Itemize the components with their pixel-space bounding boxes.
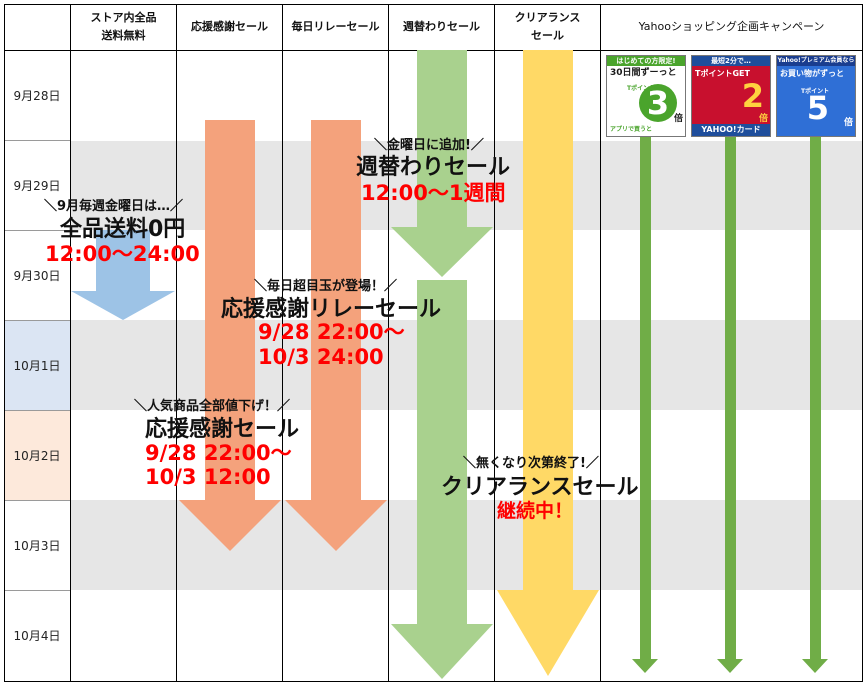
thanks-period-start: 9/28 22:00〜 <box>145 441 292 465</box>
banner-caption: はじめての方限定! <box>607 56 685 66</box>
thanks-sale-arrow <box>179 120 281 551</box>
thanks-title: 応援感謝セール <box>145 417 300 442</box>
date-cell: 9月28日 <box>13 89 61 103</box>
banner-sub: Tポイント <box>801 88 830 95</box>
clearance-title: クリアランスセール <box>441 475 639 500</box>
grid-line <box>4 410 71 411</box>
banner-multiplier: 2 <box>741 77 764 115</box>
column-header-clearance-sale: クリアランス セール <box>495 4 600 50</box>
clearance-status: 継続中！ <box>497 500 574 522</box>
banner-caption: Yahoo!プレミアム会員なら <box>777 56 855 66</box>
column-header-line: クリアランス <box>514 11 581 24</box>
date-cell: 10月4日 <box>13 629 61 643</box>
banner-footer: アプリで買うと <box>610 126 653 133</box>
grid-line <box>4 320 71 321</box>
weekly-kicker: ＼金曜日に追加!／ <box>374 138 484 153</box>
banner-headline: TポイントGET <box>695 69 750 78</box>
grid-line <box>494 4 495 682</box>
column-header-line: ストア内全品 <box>90 11 157 24</box>
grid-line <box>70 4 71 682</box>
column-header-shipping: ストア内全品 送料無料 <box>71 4 176 50</box>
column-header-relay-sale: 毎日リレーセール <box>283 4 388 50</box>
relay-period-end: 10/3 24:00 <box>258 345 384 369</box>
banner-unit: 倍 <box>758 114 768 124</box>
clearance-sale-arrow <box>497 50 599 676</box>
column-header-line: 送料無料 <box>101 29 146 42</box>
weekly-title: 週替わりセール <box>356 155 511 180</box>
relay-title: 応援感謝リレーセール <box>221 297 442 322</box>
campaign-arrow-1 <box>632 135 658 673</box>
grid-line <box>388 4 389 682</box>
campaign-banner-premium[interactable]: Yahoo!プレミアム会員なら お買い物がずっと Tポイント 5 倍 <box>776 55 856 137</box>
date-cell: 9月30日 <box>13 269 61 283</box>
date-cell: 9月29日 <box>13 179 61 193</box>
column-header-line: 毎日リレーセール <box>291 20 380 33</box>
banner-headline: お買い物がずっと <box>780 69 844 78</box>
column-header-thanks-sale: 応援感謝セール <box>177 4 282 50</box>
relay-period-start: 9/28 22:00〜 <box>258 320 405 344</box>
shipping-kicker: ＼9月毎週金曜日は…／ <box>44 199 184 214</box>
campaign-banner-app[interactable]: はじめての方限定! 30日間ずーっと Tポイント 3 倍 アプリで買うと <box>606 55 686 137</box>
weekly-time: 12:00〜1週間 <box>361 181 506 205</box>
banner-unit: 倍 <box>843 118 853 128</box>
banner-caption: 最短2分で… <box>692 56 770 66</box>
date-cell: 10月1日 <box>4 321 70 410</box>
campaign-arrow-2 <box>717 135 743 673</box>
grid-line <box>4 681 863 682</box>
grid-line <box>4 590 71 591</box>
banner-multiplier: 5 <box>806 89 829 127</box>
grid-line <box>4 4 5 682</box>
grid-line <box>176 4 177 682</box>
grid-line <box>4 140 71 141</box>
column-header-line: セール <box>531 29 564 42</box>
grid-line <box>4 500 71 501</box>
column-header-weekly-sale: 週替わりセール <box>389 4 494 50</box>
shipping-time: 12:00〜24:00 <box>45 242 200 266</box>
campaign-banner-card[interactable]: 最短2分で… TポイントGET 2 倍 YAHOO!カード <box>691 55 771 137</box>
grid-line <box>4 230 71 231</box>
campaign-arrow-3 <box>802 135 828 673</box>
date-cell: 10月2日 <box>4 411 70 500</box>
weekly-sale-arrow-week2 <box>391 280 493 679</box>
column-header-yahoo-campaign: Yahooショッピング企画キャンペーン <box>601 4 862 50</box>
relay-sale-arrow <box>285 120 387 551</box>
banner-footer: YAHOO!カード <box>692 124 770 136</box>
grid-line <box>600 4 601 682</box>
grid-line <box>4 4 863 5</box>
clearance-kicker: ＼無くなり次第終了!／ <box>463 456 599 471</box>
column-header-line: Yahooショッピング企画キャンペーン <box>638 20 825 33</box>
shipping-arrow <box>71 230 175 320</box>
column-header-line: 週替わりセール <box>403 20 480 33</box>
banner-sub: Tポイント <box>627 85 656 92</box>
weekly-sale-arrow-week1 <box>391 50 493 277</box>
banner-multiplier: 3 <box>639 84 677 122</box>
grid-line <box>282 4 283 682</box>
grid-line <box>862 4 863 682</box>
thanks-kicker: ＼人気商品全部値下げ！／ <box>134 399 291 414</box>
relay-kicker: ＼毎日超目玉が登場！／ <box>254 279 398 294</box>
thanks-period-end: 10/3 12:00 <box>145 465 271 489</box>
column-header-line: 応援感謝セール <box>191 20 268 33</box>
banner-unit: 倍 <box>673 114 683 124</box>
date-cell: 10月3日 <box>13 539 61 553</box>
shipping-title: 全品送料0円 <box>60 217 186 242</box>
banner-headline: 30日間ずーっと <box>610 68 677 78</box>
